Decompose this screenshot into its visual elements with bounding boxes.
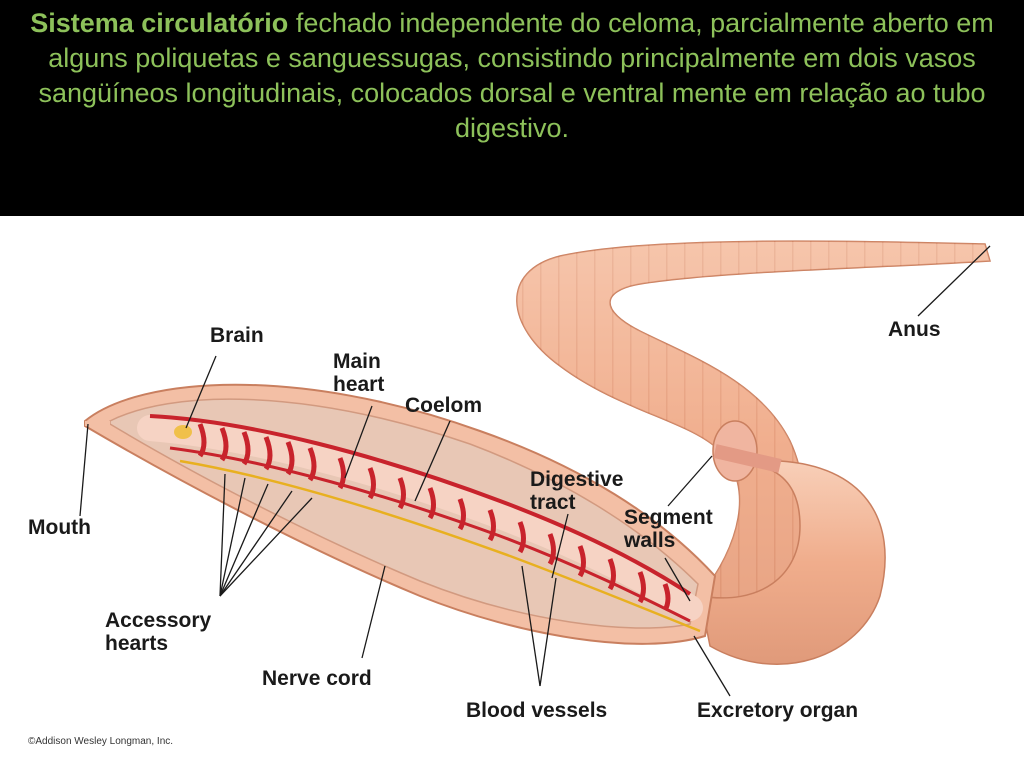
title-bold: Sistema circulatório (30, 8, 289, 38)
label-blood-vessels: Blood vessels (466, 699, 607, 722)
label-main-heart-line2: heart (333, 373, 384, 396)
nerve-cord-line (179, 459, 701, 633)
slide-title: Sistema circulatório fechado independent… (30, 6, 994, 146)
label-segment-walls-line1: Segment (624, 506, 713, 529)
label-anus: Anus (888, 318, 941, 341)
title-rest: fechado independente do celoma, parcialm… (38, 8, 994, 143)
label-accessory-hearts-line1: Accessory (105, 609, 212, 632)
earthworm-diagram: Brain Main heart Coelom Anus Mouth Diges… (28, 240, 991, 747)
label-accessory-hearts-line2: hearts (105, 632, 168, 655)
dorsal-vessel (149, 414, 692, 596)
segmental-vessels (197, 423, 671, 612)
brain-shape (174, 425, 192, 439)
label-segment-walls-line2: walls (623, 529, 675, 552)
leader-lines (79, 245, 991, 697)
label-main-heart-line1: Main (333, 350, 381, 373)
slide-header: Sistema circulatório fechado independent… (0, 0, 1024, 216)
ventral-vessel (169, 446, 691, 623)
label-brain: Brain (210, 324, 264, 347)
label-coelom: Coelom (405, 394, 482, 417)
label-nerve-cord: Nerve cord (262, 667, 372, 690)
label-excretory-organ: Excretory organ (697, 699, 858, 722)
label-mouth: Mouth (28, 516, 91, 539)
label-digestive-tract-line1: Digestive (530, 468, 623, 491)
worm-front-section (84, 383, 782, 645)
copyright-notice: ©Addison Wesley Longman, Inc. (28, 736, 173, 747)
label-digestive-tract-line2: tract (530, 491, 576, 514)
